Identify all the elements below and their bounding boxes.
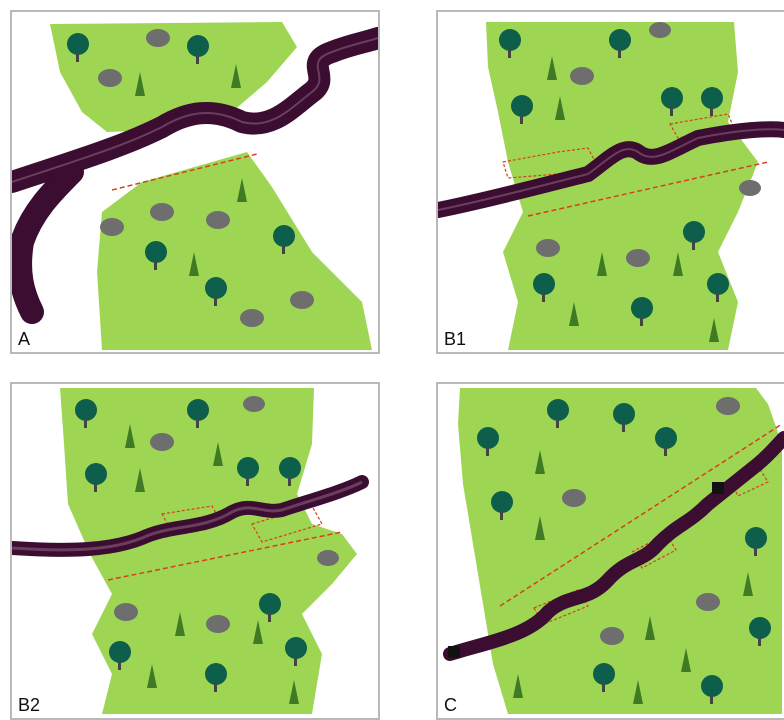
grey-tree-icon bbox=[739, 180, 761, 196]
panel-label-b1: B1 bbox=[444, 329, 466, 350]
grey-tree-icon bbox=[150, 433, 174, 451]
panel-a-illustration bbox=[12, 12, 378, 352]
grey-tree-icon bbox=[206, 211, 230, 229]
grey-tree-icon bbox=[649, 22, 671, 38]
forest-patch bbox=[458, 388, 782, 714]
grey-tree-icon bbox=[317, 550, 339, 566]
panel-a: A bbox=[10, 10, 380, 354]
panel-b1-illustration bbox=[438, 12, 784, 352]
grey-tree-icon bbox=[626, 249, 650, 267]
grey-tree-icon bbox=[240, 309, 264, 327]
grey-tree-icon bbox=[146, 29, 170, 47]
road-branch bbox=[20, 172, 72, 312]
grey-tree-icon bbox=[600, 627, 624, 645]
forest-patch-south bbox=[97, 152, 372, 350]
panel-c: C bbox=[436, 382, 784, 720]
grey-tree-icon bbox=[570, 67, 594, 85]
grey-tree-icon bbox=[114, 603, 138, 621]
grey-tree-icon bbox=[243, 396, 265, 412]
panel-label-c: C bbox=[444, 695, 457, 716]
grey-tree-icon bbox=[290, 291, 314, 309]
panel-label-b2: B2 bbox=[18, 695, 40, 716]
grey-tree-icon bbox=[696, 593, 720, 611]
grey-tree-icon bbox=[536, 239, 560, 257]
road-end-marker bbox=[448, 646, 460, 658]
panel-b2: B2 bbox=[10, 382, 380, 720]
panel-b1: B1 bbox=[436, 10, 784, 354]
grey-tree-icon bbox=[150, 203, 174, 221]
grey-tree-icon bbox=[100, 218, 124, 236]
grey-tree-icon bbox=[562, 489, 586, 507]
grey-tree-icon bbox=[98, 69, 122, 87]
panel-c-illustration bbox=[438, 384, 784, 718]
road-end-marker bbox=[712, 482, 724, 494]
panel-label-a: A bbox=[18, 329, 30, 350]
grey-tree-icon bbox=[206, 615, 230, 633]
panel-b2-illustration bbox=[12, 384, 378, 718]
grey-tree-icon bbox=[716, 397, 740, 415]
